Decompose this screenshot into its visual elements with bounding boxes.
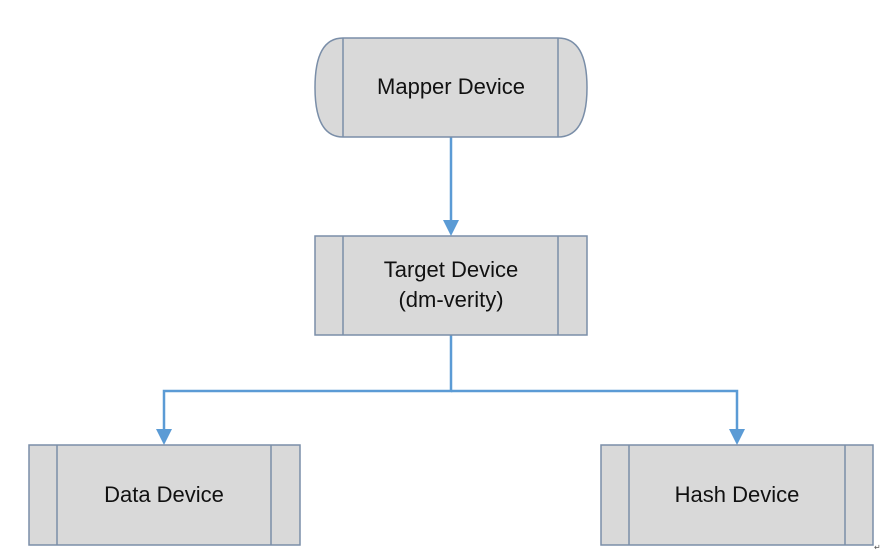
hash-device-label: Hash Device <box>675 482 800 507</box>
target-device-node: Target Device (dm-verity) <box>314 235 588 336</box>
target-device-sublabel: (dm-verity) <box>398 287 503 312</box>
mapper-device-label: Mapper Device <box>377 74 525 99</box>
data-device-node: Data Device <box>28 444 301 546</box>
hash-device-node: Hash Device <box>600 444 874 546</box>
edge-mapper-to-target <box>443 137 459 236</box>
mapper-device-node: Mapper Device <box>314 37 588 138</box>
return-mark: ↵ <box>874 543 881 552</box>
data-device-label: Data Device <box>104 482 224 507</box>
edge-target-to-data <box>156 335 453 445</box>
edge-target-to-hash <box>451 389 745 445</box>
target-device-label: Target Device <box>384 257 519 282</box>
